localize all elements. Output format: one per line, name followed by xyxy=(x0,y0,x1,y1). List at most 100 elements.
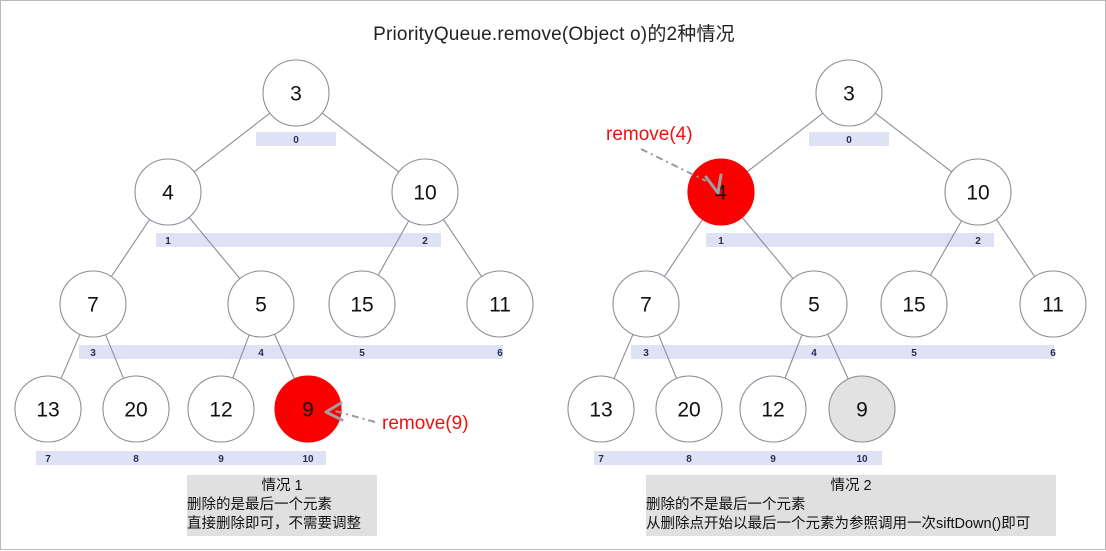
page-title: PriorityQueue.remove(Object o)的2种情况 xyxy=(373,24,735,45)
tree-node-case-1-10[interactable] xyxy=(274,375,342,443)
index-label-case-2-3: 3 xyxy=(643,348,649,359)
index-label-case-1-0: 0 xyxy=(293,135,299,146)
tree-edge xyxy=(613,334,634,379)
tree-node-value-case-2-5: 15 xyxy=(902,294,925,317)
tree-node-value-case-1-1: 4 xyxy=(162,182,174,205)
tree-node-case-2-10[interactable] xyxy=(828,375,896,443)
index-bar-case-2-1 xyxy=(706,233,994,247)
tree-node-value-case-2-9: 12 xyxy=(761,399,784,422)
callout-leader-line-case-2 xyxy=(640,148,707,182)
index-label-case-1-7: 7 xyxy=(45,454,51,465)
index-label-case-1-8: 8 xyxy=(133,454,139,465)
tree-node-case-1-4[interactable] xyxy=(227,270,295,338)
tree-node-value-case-1-0: 3 xyxy=(290,83,302,106)
tree-node-case-1-6[interactable] xyxy=(466,270,534,338)
tree-node-case-2-7[interactable] xyxy=(567,375,635,443)
tree-edge xyxy=(827,333,849,380)
tree-node-case-2-0[interactable] xyxy=(815,59,883,127)
callout-label-case-2: remove(4) xyxy=(606,124,693,145)
caption-case-1-line-2: 直接删除即可，不需要调整 xyxy=(187,516,361,532)
index-bar-case-1-1 xyxy=(156,233,441,247)
index-label-case-2-5: 5 xyxy=(911,348,917,359)
index-bar-case-1-3 xyxy=(36,451,326,465)
callout-arrow-icon-case-2 xyxy=(704,173,723,195)
tree-node-value-case-2-6: 11 xyxy=(1042,294,1064,317)
tree-node-case-2-1[interactable] xyxy=(687,158,755,226)
tree-edge xyxy=(377,220,410,276)
tree-node-case-2-8[interactable] xyxy=(655,375,723,443)
index-label-case-2-2: 2 xyxy=(975,236,981,247)
callout-leader-line-case-1 xyxy=(334,410,376,423)
tree-edge xyxy=(104,334,125,379)
index-bar-case-1-2 xyxy=(79,345,503,359)
callout-case-1: remove(9) xyxy=(324,401,469,434)
tree-node-value-case-1-4: 5 xyxy=(255,294,267,317)
tree-node-case-2-2[interactable] xyxy=(944,158,1012,226)
index-label-case-1-9: 9 xyxy=(218,454,224,465)
tree-edge xyxy=(746,112,824,173)
caption-case-1-line-1: 删除的是最后一个元素 xyxy=(187,497,332,513)
tree-node-case-1-7[interactable] xyxy=(14,375,82,443)
index-label-case-2-6: 6 xyxy=(1050,348,1056,359)
tree-edge xyxy=(442,219,483,277)
tree-node-case-2-4[interactable] xyxy=(780,270,848,338)
index-bar-case-1-0 xyxy=(256,132,336,146)
tree-edge xyxy=(193,112,271,173)
tree-node-value-case-2-0: 3 xyxy=(843,83,855,106)
tree-node-case-1-0[interactable] xyxy=(262,59,330,127)
index-label-case-1-1: 1 xyxy=(165,236,171,247)
tree-node-value-case-2-2: 10 xyxy=(966,182,989,205)
callout-case-2: remove(4) xyxy=(606,124,723,195)
tree-edge xyxy=(110,219,151,277)
caption-case-1: 情况 1 删除的是最后一个元素 直接删除即可，不需要调整 xyxy=(187,475,377,536)
tree-node-value-case-2-3: 7 xyxy=(640,294,652,317)
tree-edge xyxy=(657,334,678,379)
tree-node-case-2-9[interactable] xyxy=(739,375,807,443)
index-label-case-2-10: 10 xyxy=(856,454,868,465)
tree-node-case-1-9[interactable] xyxy=(187,375,255,443)
tree-edge xyxy=(995,219,1036,277)
tree-node-case-1-1[interactable] xyxy=(134,158,202,226)
tree-edge xyxy=(874,112,953,173)
caption-case-1-title: 情况 1 xyxy=(261,478,303,494)
tree-node-value-case-2-4: 5 xyxy=(808,294,820,317)
index-label-case-2-9: 9 xyxy=(770,454,776,465)
tree-node-case-2-3[interactable] xyxy=(612,270,680,338)
tree-node-case-2-5[interactable] xyxy=(880,270,948,338)
callout-arrow-icon-case-1 xyxy=(324,401,344,422)
caption-case-2: 情况 2 删除的不是最后一个元素 从删除点开始以最后一个元素为参照调用一次sif… xyxy=(646,475,1056,536)
index-label-case-1-5: 5 xyxy=(359,348,365,359)
tree-edge xyxy=(232,334,250,379)
tree-node-value-case-1-10: 9 xyxy=(302,399,314,422)
caption-case-2-title: 情况 2 xyxy=(830,478,872,494)
index-label-case-2-1: 1 xyxy=(718,236,724,247)
tree-node-case-2-6[interactable] xyxy=(1019,270,1087,338)
tree-node-case-1-8[interactable] xyxy=(102,375,170,443)
tree-node-value-case-1-8: 20 xyxy=(124,399,147,422)
tree-edge xyxy=(321,112,400,173)
index-label-case-1-3: 3 xyxy=(90,348,96,359)
tree-edge xyxy=(929,220,963,276)
tree-edge xyxy=(273,333,296,380)
index-label-case-2-4: 4 xyxy=(811,348,817,359)
caption-case-2-line-2: 从删除点开始以最后一个元素为参照调用一次siftDown()即可 xyxy=(646,516,1031,532)
index-label-case-1-4: 4 xyxy=(258,348,264,359)
index-label-case-1-6: 6 xyxy=(497,348,503,359)
tree-node-value-case-2-8: 20 xyxy=(677,399,700,422)
tree-node-case-1-3[interactable] xyxy=(59,270,127,338)
index-label-case-2-0: 0 xyxy=(846,135,852,146)
tree-node-case-1-2[interactable] xyxy=(391,158,459,226)
callout-label-case-1: remove(9) xyxy=(382,413,469,434)
tree-edge xyxy=(741,217,794,279)
tree-node-case-1-5[interactable] xyxy=(328,270,396,338)
tree-node-value-case-1-5: 15 xyxy=(350,294,373,317)
index-label-case-1-2: 2 xyxy=(422,236,428,247)
tree-edge xyxy=(60,334,81,379)
index-label-case-1-10: 10 xyxy=(302,454,314,465)
tree-node-value-case-1-7: 13 xyxy=(36,399,59,422)
